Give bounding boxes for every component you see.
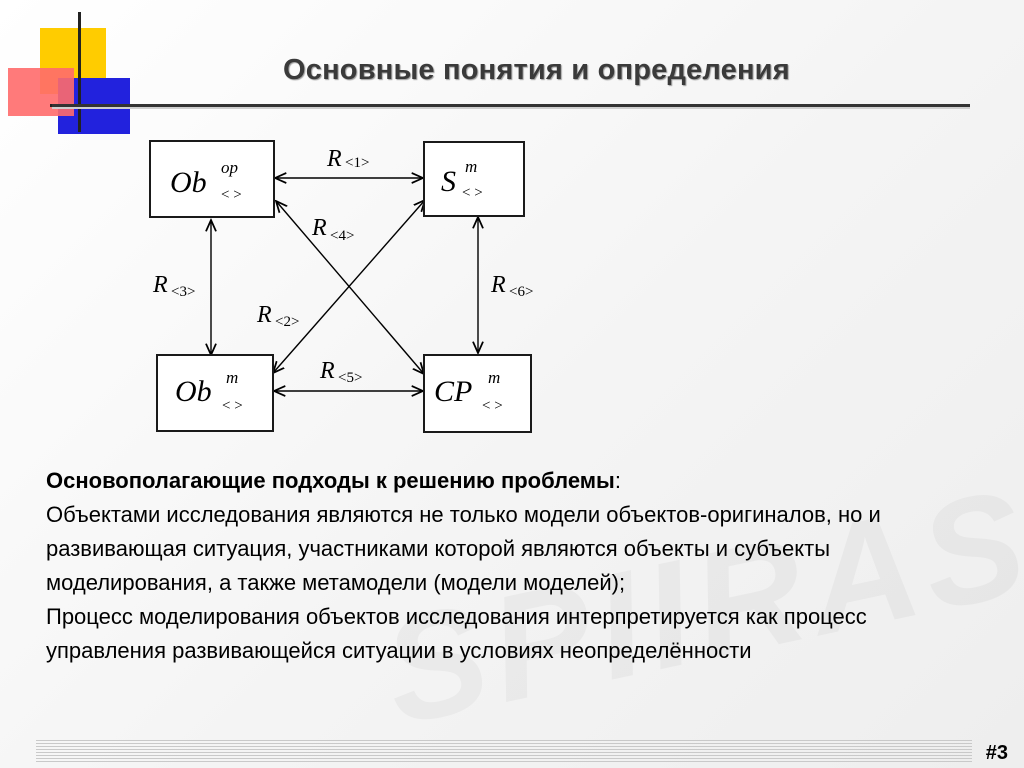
node-cp-m-sub: < > [482,398,503,414]
label-r2-index: <2> [275,314,299,330]
label-r4-letter: R [311,215,327,241]
node-s-m-main: S [441,165,456,198]
body-heading-line: Основополагающие подходы к решению пробл… [46,464,946,498]
body-paragraph-1: Объектами исследования являются не тольк… [46,502,881,595]
node-s-m-sup: m [465,157,477,176]
label-r6-letter: R [490,272,506,298]
node-ob-m-sub: < > [222,398,243,414]
body-paragraph-2: Процесс моделирования объектов исследова… [46,604,867,663]
logo-vertical-bar [78,12,81,132]
label-r5-letter: R [319,358,335,384]
node-s-m-sub: < > [462,185,483,201]
label-r1: R <1> [326,146,369,172]
node-ob-m-sup: m [226,368,238,387]
page-number: #3 [985,742,1008,764]
node-cp-m-main: CP [434,375,472,408]
label-r6-index: <6> [509,284,533,300]
relations-diagram: Ob op < > S m < > Ob m < > CP m < > R <1… [149,140,533,433]
edge-r4 [273,200,425,373]
node-ob-op-sub: < > [221,187,242,203]
label-r2: R <2> [256,302,299,330]
label-r3-letter: R [152,272,168,298]
body-heading: Основополагающие подходы к решению пробл… [46,468,615,493]
label-r5: R <5> [319,358,362,386]
label-r3: R <3> [152,272,195,300]
node-cp-m: CP m < > [423,354,532,433]
body-heading-colon: : [614,468,621,493]
label-r4: R <4> [311,215,354,244]
label-r1-index: <1> [345,155,369,171]
page-title: Основные понятия и определения [283,54,790,86]
node-ob-op-main: Ob [170,166,207,199]
footer-stripes [36,740,972,762]
node-ob-m-main: Ob [175,375,212,408]
title-rule-shadow [52,107,970,109]
node-cp-m-sup: m [488,368,500,387]
label-r2-letter: R [256,302,272,328]
label-r4-index: <4> [330,228,354,244]
label-r5-index: <5> [338,370,362,386]
title-rule [52,104,970,107]
node-ob-m: Ob m < > [156,354,274,432]
node-s-m: S m < > [423,141,525,217]
label-r1-letter: R [326,146,342,172]
body-text: Основополагающие подходы к решению пробл… [46,464,946,668]
label-r6: R <6> [490,272,533,300]
node-ob-op-sup: op [221,158,238,177]
node-ob-op: Ob op < > [149,140,275,218]
label-r3-index: <3> [171,284,195,300]
